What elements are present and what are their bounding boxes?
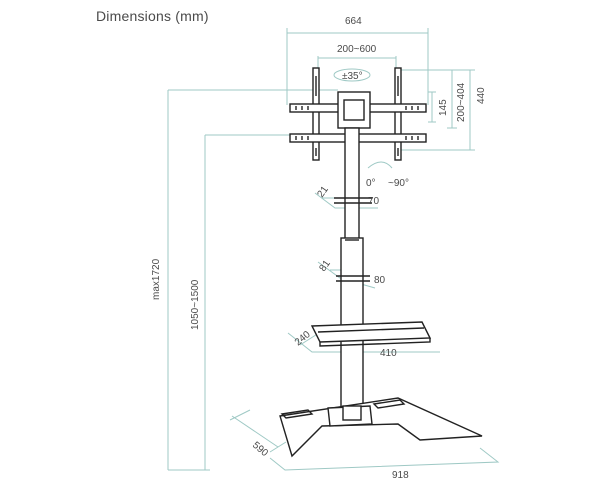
label-440: 440 bbox=[476, 87, 487, 104]
label-rot-0: 0° bbox=[366, 178, 376, 189]
label-tilt: ±35° bbox=[342, 71, 363, 82]
label-145: 145 bbox=[438, 99, 449, 116]
base-plate bbox=[279, 397, 483, 458]
dimension-labels: 664 200~600 ±35° 440 200~404 145 0° ~90°… bbox=[151, 16, 487, 481]
label-590: 590 bbox=[250, 440, 270, 459]
label-200-404: 200~404 bbox=[456, 82, 467, 122]
label-70: 70 bbox=[368, 196, 380, 207]
diagram-title: Dimensions (mm) bbox=[96, 8, 209, 24]
label-1050-1500: 1050~1500 bbox=[190, 279, 201, 330]
label-80: 80 bbox=[374, 275, 386, 286]
label-664: 664 bbox=[345, 16, 362, 27]
stand-column bbox=[334, 127, 372, 419]
label-240: 240 bbox=[293, 329, 313, 348]
label-200-600: 200~600 bbox=[337, 44, 377, 55]
label-410: 410 bbox=[380, 348, 397, 359]
label-rot-90: ~90° bbox=[388, 178, 409, 189]
label-918: 918 bbox=[392, 470, 409, 481]
glass-shelf bbox=[310, 321, 432, 347]
dimension-lines bbox=[167, 28, 500, 471]
label-max1720: max1720 bbox=[151, 258, 162, 300]
label-21: 21 bbox=[315, 184, 331, 200]
